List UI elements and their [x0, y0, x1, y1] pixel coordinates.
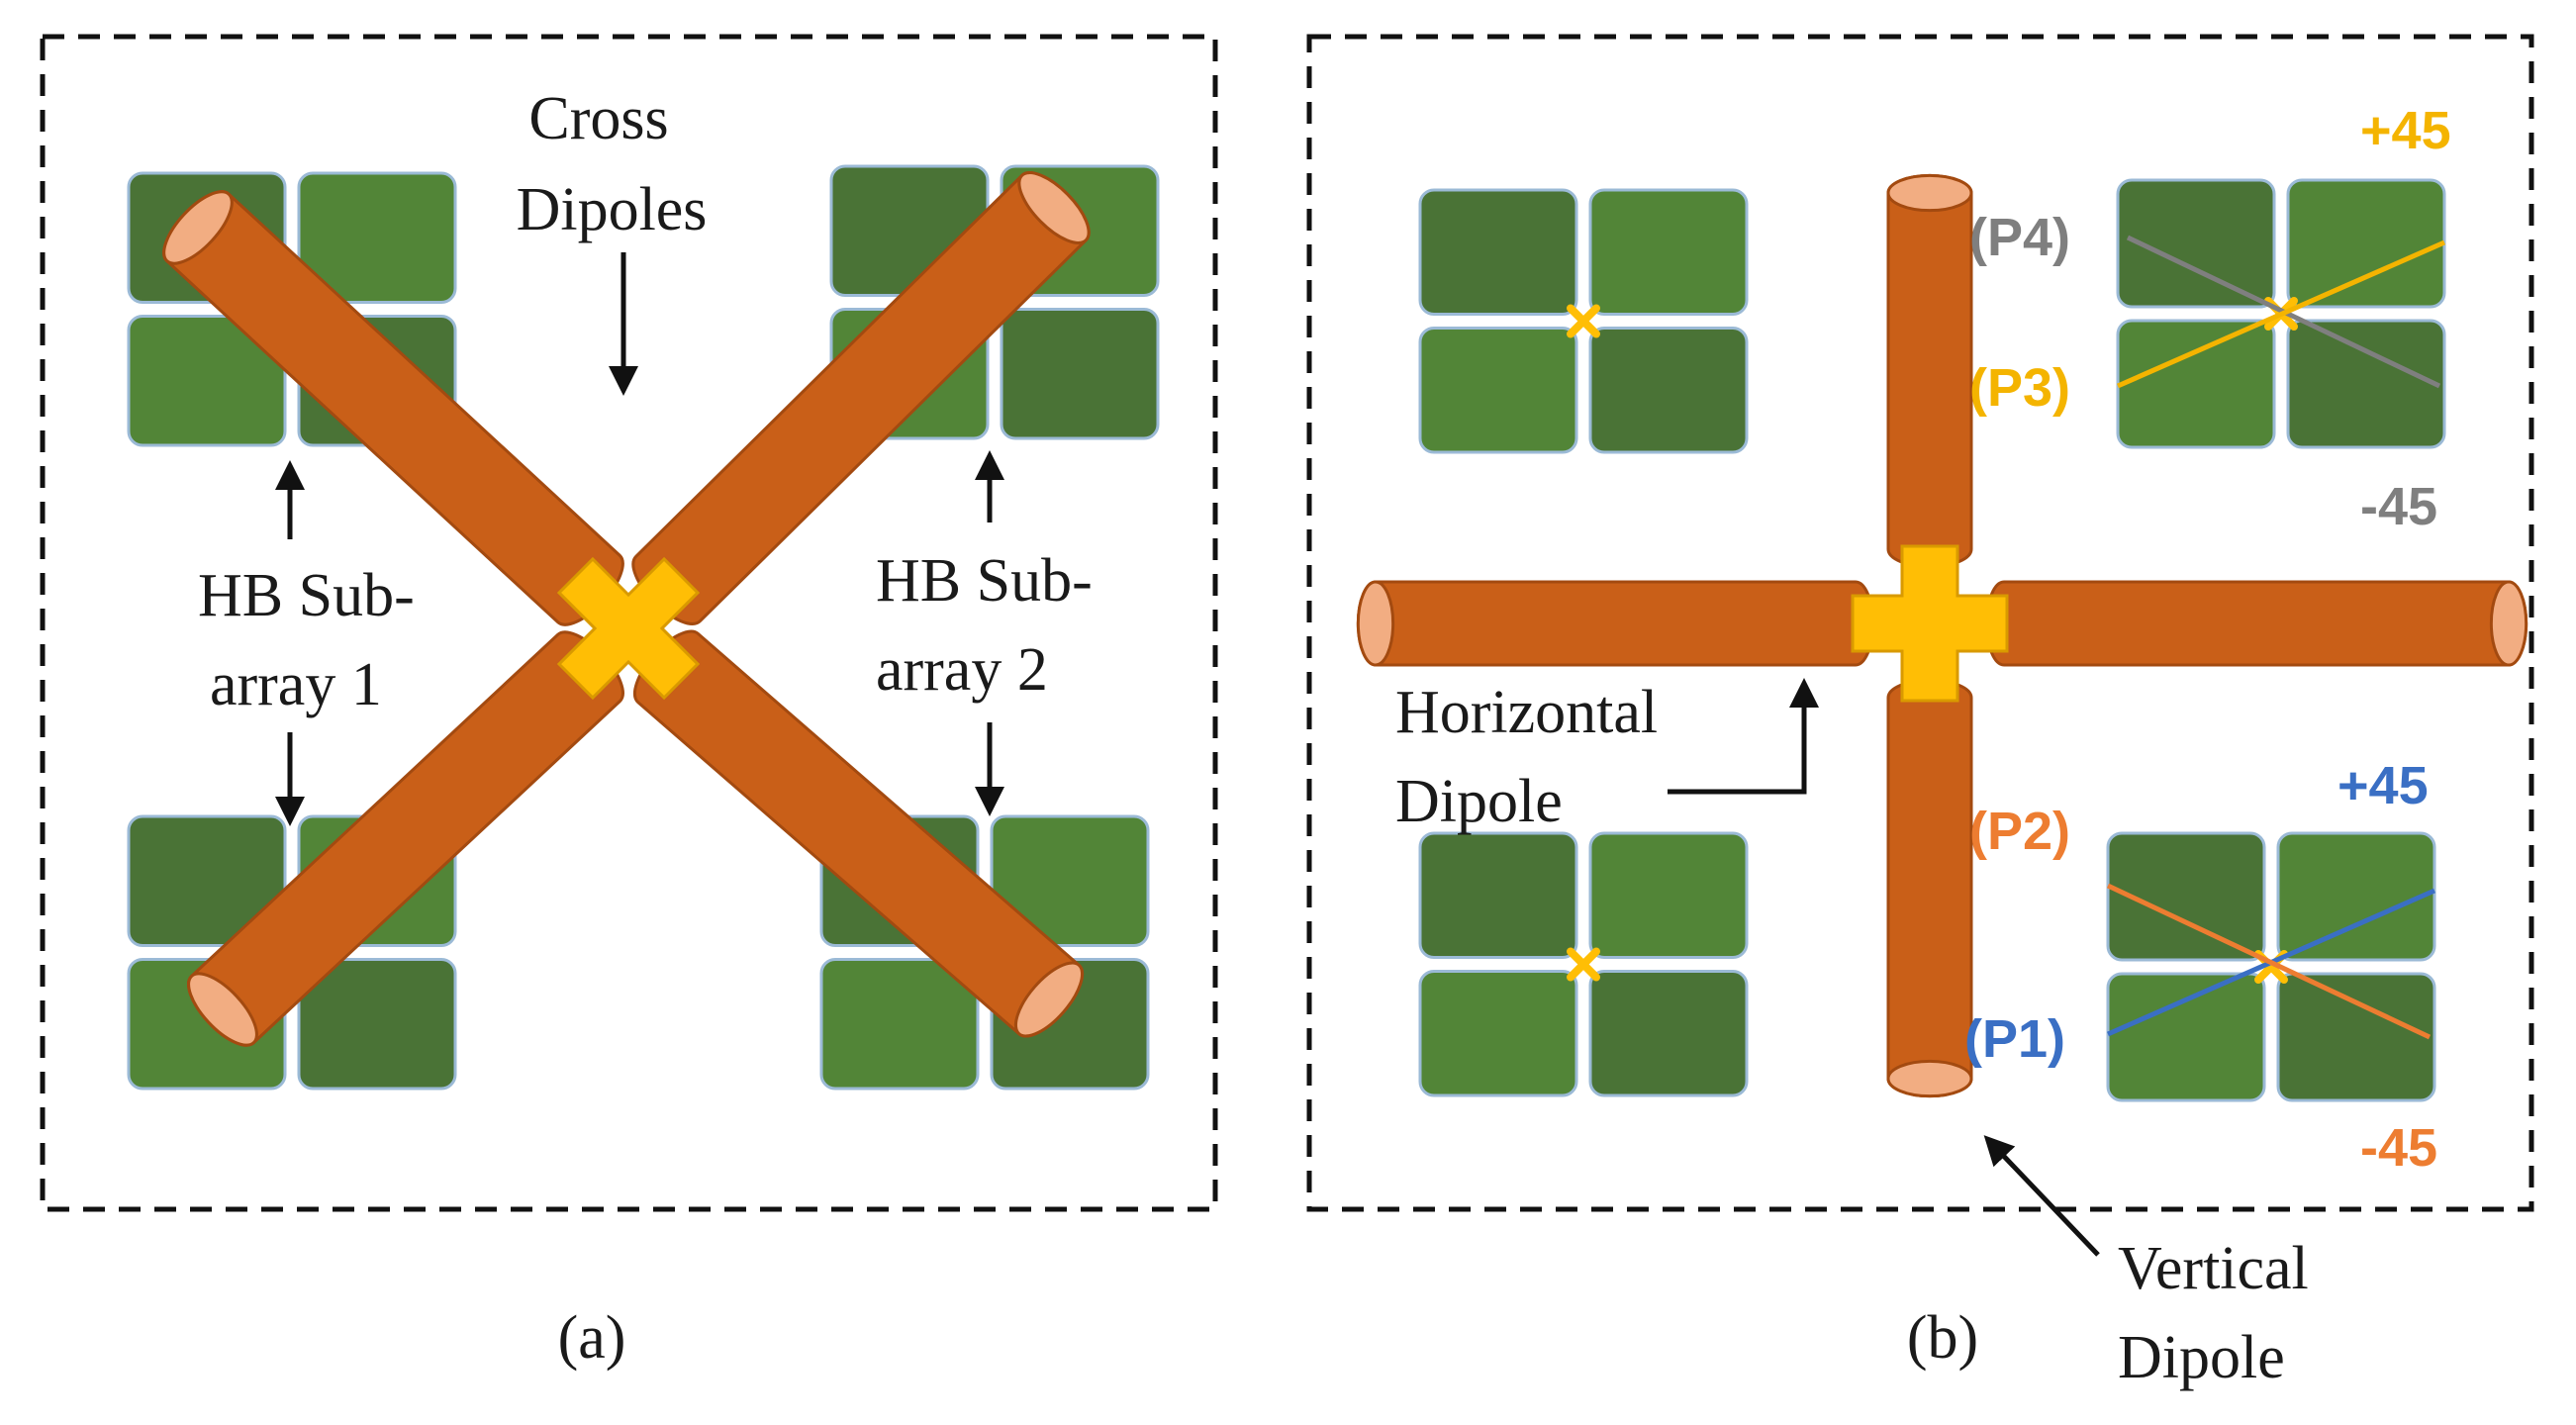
vertical-dipole-label-line1: Vertical — [2118, 1235, 2309, 1302]
horizontal-dipole-left-arm — [1356, 580, 1875, 667]
cross-dipoles-label-line2: Dipoles — [517, 176, 708, 243]
port-p4-label: (P4) — [1969, 208, 2070, 267]
horizontal-dipole-label-line2: Dipole — [1395, 768, 1563, 835]
patch-cell — [1588, 831, 1749, 959]
patch-cell — [127, 315, 287, 447]
minus45-line-bottom — [2106, 883, 2432, 1040]
panel-a-cross-dipoles — [162, 171, 1091, 1047]
patch-cell — [1418, 970, 1578, 1097]
angle-top-minus45-label: -45 — [2360, 477, 2437, 536]
horizontal-dipole-label-line1: Horizontal — [1395, 679, 1658, 746]
angle-bottom-plus45-label: +45 — [2337, 756, 2429, 815]
patch-cell — [2286, 178, 2446, 309]
patch-cell — [819, 958, 980, 1091]
angle-top-plus45-label: +45 — [2360, 101, 2451, 160]
patch-cell — [1418, 188, 1578, 316]
patch-cell — [2276, 972, 2436, 1102]
panel-b-dipoles — [1356, 173, 2528, 1098]
patch-cell — [1418, 327, 1578, 454]
vertical-dipole-lower-arm — [1886, 678, 1973, 1098]
panel-b-patches-top-left — [1418, 188, 1749, 454]
feed-point-icon — [1567, 304, 1600, 338]
port-p1-label: (P1) — [1964, 1009, 2065, 1069]
patch-cell — [297, 171, 457, 304]
hb-subarray-1-label-line2: array 1 — [210, 651, 382, 718]
hb-subarray-1-label-line1: HB Sub- — [198, 562, 415, 629]
patch-cell — [1588, 188, 1749, 316]
vertical-dipole-upper-arm — [1886, 173, 1973, 569]
patch-cell — [297, 958, 457, 1091]
vertical-dipole-label-line2: Dipole — [2118, 1324, 2285, 1391]
panel-b-patches-bottom-left — [1418, 831, 1749, 1097]
patch-cell — [2116, 319, 2276, 449]
patch-cell — [1588, 970, 1749, 1097]
patch-cell — [1418, 831, 1578, 959]
dipole-arm-lower-right — [632, 629, 1085, 1038]
panel-b-patches — [1418, 178, 2446, 1102]
horizontal-dipole-right-arm — [1984, 580, 2528, 667]
patch-cell — [990, 814, 1150, 947]
patch-cell — [2286, 319, 2446, 449]
panel-b-patches-bottom-right — [2106, 831, 2436, 1102]
arrows — [275, 252, 2100, 1257]
patch-cell — [1000, 308, 1160, 440]
panel-b-frame — [1306, 34, 2534, 1212]
panel-b-patches-top-right — [2116, 178, 2446, 449]
arrow-icon — [1668, 678, 1819, 795]
angle-bottom-minus45-label: -45 — [2360, 1118, 2437, 1178]
panel-a-caption: (a) — [558, 1304, 626, 1372]
panel-b-caption: (b) — [1907, 1304, 1978, 1372]
cross-feed-icon — [556, 556, 701, 701]
hb-subarray-2-label-line1: HB Sub- — [876, 547, 1093, 615]
arrow-icon — [1983, 1135, 2100, 1257]
plus45-line-top — [2116, 239, 2446, 389]
cross-dipoles-label-line1: Cross — [528, 85, 668, 152]
panel-b-polarization-lines — [2106, 235, 2446, 1040]
hb-subarray-2-label-line2: array 2 — [876, 636, 1048, 704]
patch-cell — [2116, 178, 2276, 309]
cross-feed-icon — [1851, 544, 2009, 703]
patch-cell — [2106, 831, 2266, 962]
patch-cell — [2106, 972, 2266, 1102]
patch-cell — [127, 814, 287, 947]
feed-point-icon — [1567, 947, 1600, 982]
dipole-arm-upper-left — [162, 190, 624, 626]
patch-cell — [1588, 327, 1749, 454]
port-p3-label: (P3) — [1969, 358, 2070, 418]
panel-a-frame — [40, 34, 1218, 1212]
port-p2-label: (P2) — [1969, 802, 2070, 861]
patch-cell — [2276, 831, 2436, 962]
